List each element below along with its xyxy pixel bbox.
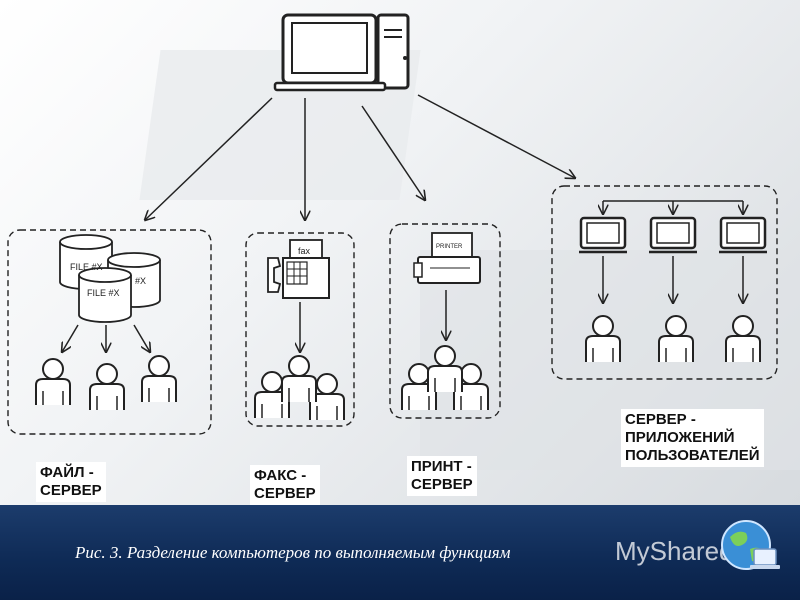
connection-arrows: [145, 94, 575, 220]
app-server-group: [551, 185, 778, 380]
file-label: FILE #X: [70, 262, 103, 272]
user-icon: [281, 355, 317, 403]
figure-caption: Рис. 3. Разделение компьютеров по выполн…: [75, 543, 511, 562]
user-icon: [141, 355, 177, 403]
main-computer-icon: [273, 13, 410, 92]
app-server-label: СЕРВЕР - ПРИЛОЖЕНИЙ ПОЛЬЗОВАТЕЛЕЙ: [621, 409, 764, 467]
user-icon: [427, 345, 463, 393]
network-diagram: FILE #X #X FILE #X fax: [7, 13, 778, 435]
fax-icon-text: fax: [298, 246, 311, 256]
footer-bar: [0, 505, 800, 600]
fax-server-group: fax: [245, 232, 355, 427]
monitor-icon: [717, 216, 769, 254]
globe-logo-icon: [721, 520, 780, 570]
printer-icon-text: PRINTER: [436, 244, 463, 250]
user-icon: [658, 315, 694, 363]
file-server-label: ФАЙЛ - СЕРВЕР: [36, 462, 106, 502]
brand-watermark: MyShared: [615, 536, 734, 566]
monitor-icon: [577, 216, 629, 254]
print-server-group: PRINTER: [389, 223, 501, 419]
fax-icon: fax: [267, 239, 330, 299]
printer-icon: PRINTER: [413, 232, 481, 284]
user-icon: [585, 315, 621, 363]
fax-server-label: ФАКС - СЕРВЕР: [250, 465, 320, 505]
monitor-icon: [647, 216, 699, 254]
user-icon: [35, 358, 71, 406]
user-icon: [725, 315, 761, 363]
file-label: #X: [135, 276, 146, 286]
file-label: FILE #X: [87, 288, 120, 298]
user-icon: [89, 363, 125, 411]
print-server-label: ПРИНТ - СЕРВЕР: [407, 456, 477, 496]
file-server-group: FILE #X #X FILE #X: [7, 229, 212, 435]
